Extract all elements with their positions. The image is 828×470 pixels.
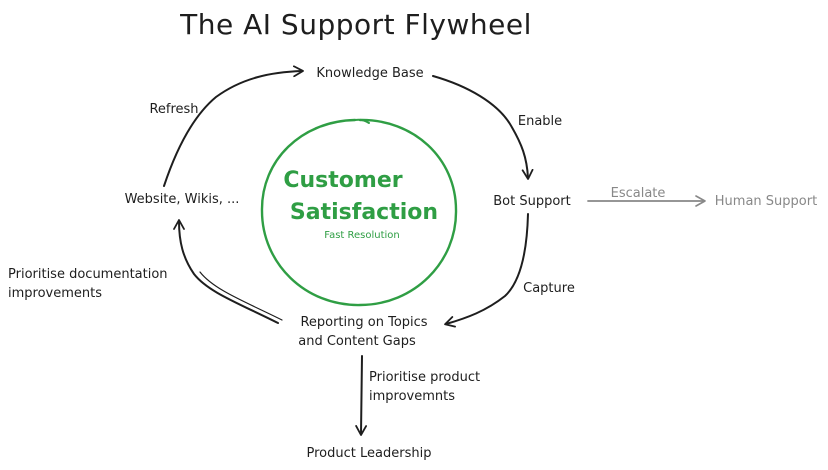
node-reporting-line2: and Content Gaps [298, 334, 416, 349]
edge-label-capture: Capture [523, 281, 575, 296]
edge-label-prioritise-product-line2: improvemnts [369, 389, 455, 404]
arrow-enable [432, 75, 534, 180]
edge-label-prioritise-product-line1: Prioritise product [369, 370, 480, 385]
center-circle [260, 118, 458, 307]
node-human-support: Human Support [715, 194, 817, 209]
arrow-capture [444, 213, 529, 328]
arrow-prioritise-docs [173, 219, 279, 324]
node-product-leadership: Product Leadership [307, 446, 432, 461]
arrow-prioritise-docs-sketch [199, 271, 283, 321]
center-subtitle: Fast Resolution [324, 230, 400, 241]
arrow-prioritise-product [355, 355, 368, 436]
arrow-refresh [163, 65, 304, 187]
edge-label-enable: Enable [518, 114, 562, 129]
diagram-title: The AI Support Flywheel [179, 8, 532, 41]
center-label-line2: Satisfaction [290, 200, 438, 225]
edge-label-refresh: Refresh [149, 102, 198, 117]
edge-label-escalate: Escalate [611, 186, 666, 201]
edge-label-prioritise-docs-line2: improvements [8, 286, 102, 301]
node-website: Website, Wikis, ... [125, 192, 240, 207]
node-knowledge-base: Knowledge Base [316, 66, 423, 81]
center-label-line1: Customer [283, 168, 402, 193]
node-reporting-line1: Reporting on Topics [300, 315, 427, 330]
node-bot-support: Bot Support [493, 194, 571, 209]
edge-label-prioritise-docs-line1: Prioritise documentation [8, 267, 168, 282]
